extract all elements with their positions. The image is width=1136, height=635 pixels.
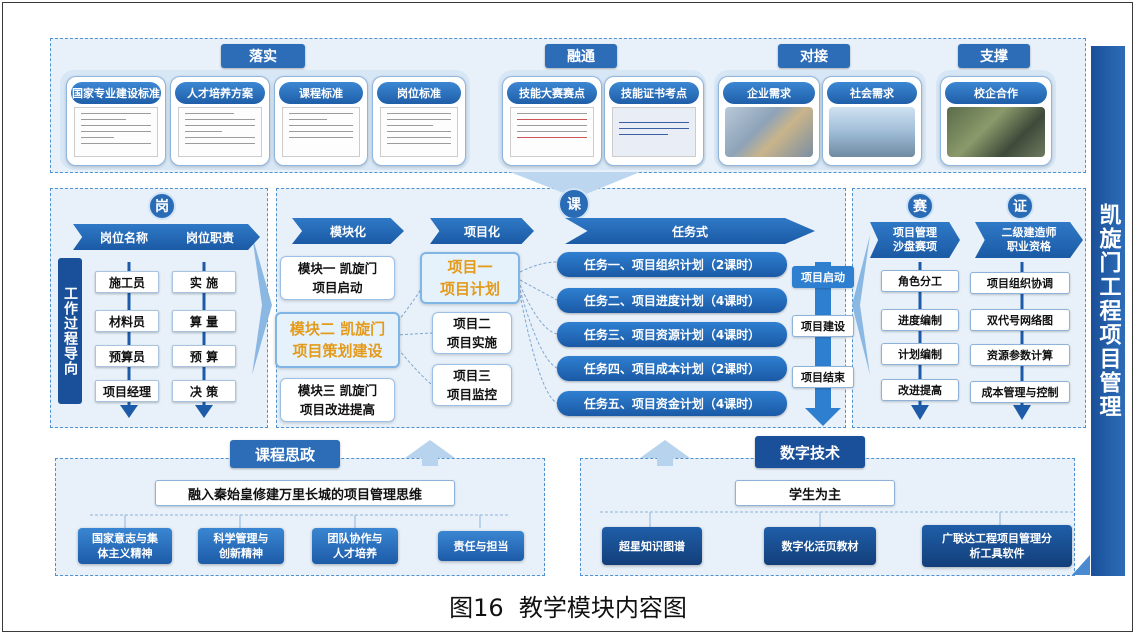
digital-item-1: 数字化活页教材 — [764, 527, 876, 565]
post-name-0: 施工员 — [95, 271, 159, 293]
sai-item-3: 改进提高 — [881, 379, 959, 401]
digital-main: 学生为主 — [735, 480, 895, 506]
post-duty-0: 实 施 — [172, 271, 236, 293]
header-rongtong: 融通 — [545, 44, 617, 68]
zheng-item-0: 项目组织协调 — [970, 272, 1070, 294]
stage-build: 项目建设 — [792, 315, 854, 337]
gang-circle: 岗 — [148, 192, 176, 220]
work-process-label: 工作过程导向 — [58, 258, 82, 404]
header-zhicheng: 支撑 — [958, 44, 1030, 68]
project-2: 项目二项目实施 — [432, 312, 512, 354]
digital-item-0: 超星知识图谱 — [602, 527, 702, 565]
module-2: 模块二 凯旋门项目策划建设 — [275, 312, 400, 368]
chevron-modular: 模块化 — [292, 218, 404, 244]
post-duty-2: 预 算 — [172, 345, 236, 367]
post-name-1: 材料员 — [95, 310, 159, 332]
project-1: 项目一项目计划 — [420, 252, 520, 304]
project-3: 项目三项目监控 — [432, 364, 512, 406]
figure-caption: 图16 教学模块内容图 — [449, 593, 687, 622]
sai-item-2: 计划编制 — [881, 343, 959, 365]
header-duijie: 对接 — [778, 44, 850, 68]
post-duty-3: 决 策 — [172, 380, 236, 402]
chevron-task: 任务式 — [565, 218, 815, 244]
sai-item-0: 角色分工 — [881, 270, 959, 292]
header-digital: 数字技术 — [755, 436, 865, 468]
funnel-shape — [510, 172, 640, 194]
module-3: 模块三 凯旋门项目改进提高 — [280, 378, 395, 422]
task-5: 任务五、项目资金计划（4课时） — [557, 391, 787, 416]
right-chevron-shape — [852, 235, 870, 375]
task-3: 任务三、项目资源计划（4课时） — [557, 322, 787, 347]
sai-item-1: 进度编制 — [881, 309, 959, 331]
zheng-item-1: 双代号网络图 — [970, 309, 1070, 331]
post-name-3: 项目经理 — [95, 380, 159, 402]
card-social-demand: 社会需求 — [822, 76, 922, 166]
card-school-enterprise: 校企合作 — [940, 76, 1052, 166]
card-national-standard: 国家专业建设标准 — [66, 76, 166, 166]
sizheng-item-1: 科学管理与创新精神 — [198, 528, 284, 564]
card-enterprise-demand: 企业需求 — [718, 76, 820, 166]
card-skills-competition: 技能大赛赛点 — [502, 76, 602, 166]
module-1: 模块一 凯旋门项目启动 — [280, 256, 395, 300]
zheng-item-2: 资源参数计算 — [970, 344, 1070, 366]
left-chevron-shape — [252, 235, 272, 375]
task-1: 任务一、项目组织计划（2课时） — [557, 252, 787, 277]
post-name-2: 预算员 — [95, 345, 159, 367]
sizheng-item-3: 责任与担当 — [438, 531, 524, 561]
col-header-name: 岗位名称 — [73, 224, 175, 250]
sai-header: 项目管理沙盘赛项 — [870, 222, 960, 258]
ke-circle: 课 — [558, 188, 590, 220]
card-post-standard: 岗位标准 — [372, 76, 466, 166]
task-2: 任务二、项目进度计划（4课时） — [557, 288, 787, 313]
post-duty-1: 算 量 — [172, 310, 236, 332]
zheng-circle: 证 — [1006, 192, 1034, 220]
col-header-duty: 岗位职责 — [160, 224, 260, 250]
sizheng-item-0: 国家意志与集体主义精神 — [78, 528, 172, 564]
stage-end: 项目结束 — [792, 366, 854, 388]
stage-start: 项目启动 — [792, 266, 854, 288]
card-training-plan: 人才培养方案 — [170, 76, 270, 166]
side-title: 凯旋门工程项目管理 — [1091, 46, 1125, 576]
digital-item-2: 广联达工程项目管理分析工具软件 — [922, 525, 1072, 567]
zheng-header: 二级建造师职业资格 — [975, 222, 1083, 258]
chevron-project: 项目化 — [430, 218, 534, 244]
header-luoshi: 落实 — [221, 44, 305, 68]
card-course-standard: 课程标准 — [274, 76, 368, 166]
sai-circle: 赛 — [906, 192, 934, 220]
card-certificate-points: 技能证书考点 — [604, 76, 704, 166]
task-4: 任务四、项目成本计划（2课时） — [557, 356, 787, 381]
sizheng-item-2: 团队协作与人才培养 — [312, 528, 398, 564]
header-sizheng: 课程思政 — [230, 440, 340, 468]
zheng-item-3: 成本管理与控制 — [970, 381, 1070, 403]
sizheng-main: 融入秦始皇修建万里长城的项目管理思维 — [155, 480, 455, 506]
